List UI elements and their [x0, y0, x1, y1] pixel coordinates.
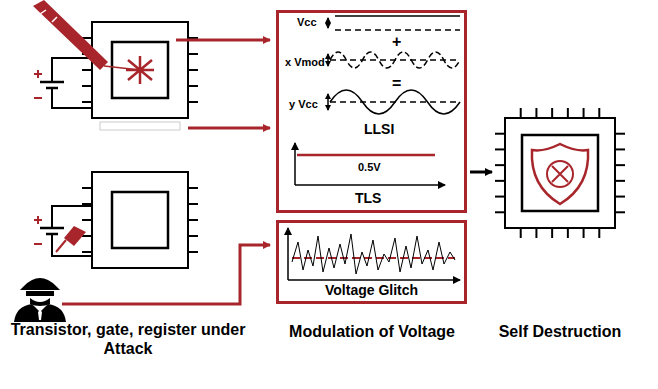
llsi-waveforms	[328, 16, 460, 114]
stage-caption: Modulation of Voltage	[272, 322, 472, 341]
panel-text: x Vmod	[285, 56, 325, 68]
attack-arrow	[62, 245, 270, 304]
panel-text: TLS	[355, 190, 381, 206]
attack-arrow	[188, 127, 270, 130]
laser-probe	[33, 0, 154, 84]
battery-top	[34, 58, 92, 108]
panel-text: LLSI	[364, 121, 394, 137]
panel-text: +	[392, 33, 401, 51]
chip-bottom	[82, 172, 198, 268]
glitch-panel: Voltage Glitch	[276, 220, 467, 304]
destroyed-chip	[495, 108, 625, 238]
tls-plot	[295, 143, 445, 185]
panel-text: y Vcc	[289, 98, 318, 110]
battery-bottom	[34, 206, 92, 256]
stage-caption: Transistor, gate, register under Attack	[3, 320, 253, 358]
shield-icon	[532, 144, 588, 204]
panel-text: Vcc	[297, 16, 317, 28]
attack-arrow	[176, 39, 270, 42]
llsi-tls-panel: Vcc + x Vmod = y VccLLSI 0.5V TLS	[276, 10, 467, 213]
glitch-plot	[288, 228, 460, 280]
hacker-icon	[14, 278, 66, 322]
panel-text: =	[392, 75, 401, 93]
stage-caption: Self Destruction	[465, 322, 655, 341]
panel-text: 0.5V	[358, 161, 381, 173]
voltage-probe	[56, 226, 86, 252]
chip-top	[82, 22, 198, 130]
panel-text: Voltage Glitch	[325, 282, 418, 298]
result-arrow	[470, 171, 492, 174]
